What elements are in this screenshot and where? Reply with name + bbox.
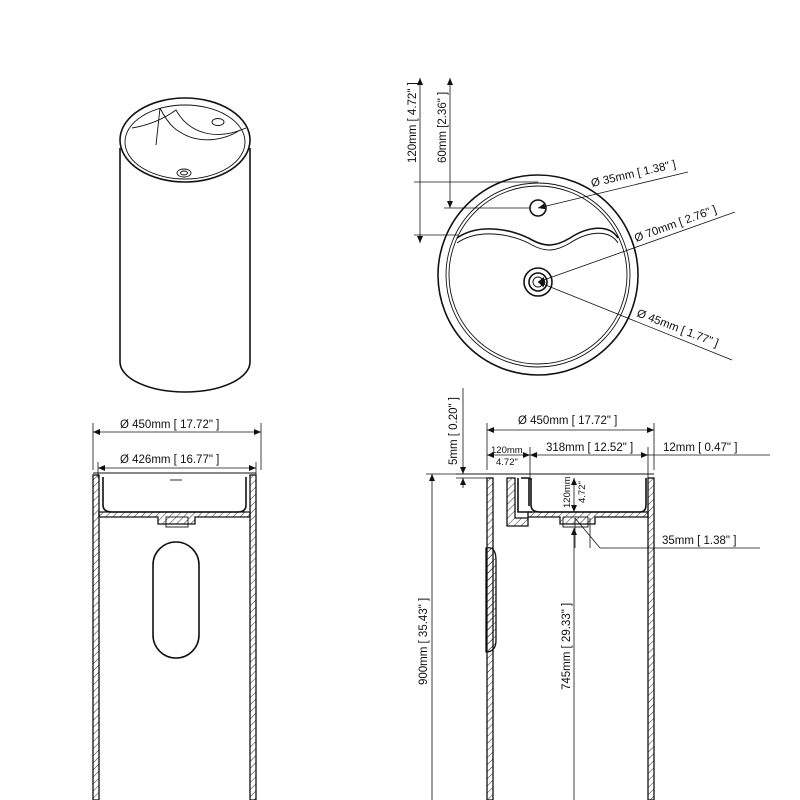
top-45mm-label: Ø 45mm [ 1.77" ] <box>635 308 720 350</box>
side-745mm-label: 745mm [ 29.33" ] <box>561 603 573 690</box>
top-60mm-label: 60mm [2.36" ] <box>437 92 449 163</box>
side-120mm-vertical-inch-label: 4.72" <box>577 481 588 503</box>
side-5mm-label: 5mm [ 0.20" ] <box>448 397 460 465</box>
side-120mm-inch-label: 4.72" <box>496 457 518 468</box>
side-900mm-label: 900mm [ 35.43" ] <box>418 598 430 685</box>
top-70mm-label: Ø 70mm [ 2.76" ] <box>633 204 718 245</box>
side-35mm-label: 35mm [ 1.38" ] <box>662 535 736 547</box>
front-426mm-label: Ø 426mm [ 16.77" ] <box>120 454 219 466</box>
side-318mm-label: 318mm [ 12.52" ] <box>546 442 633 454</box>
side-12mm-label: 12mm [ 0.47" ] <box>663 442 737 454</box>
side-120mm-label: 120mm <box>491 445 523 456</box>
side-section-view: Ø 450mm [ 17.72" ] 120mm 4.72" 318mm [ 1… <box>418 388 770 800</box>
side-120mm-vertical-label: 120mm <box>562 476 573 508</box>
top-view: 120mm [ 4.72" ] 60mm [2.36" ] Ø 35mm [ 1… <box>407 78 736 376</box>
front-section-view: Ø 450mm [ 17.72" ] Ø 426mm [ 16.77" ] <box>92 419 262 800</box>
front-450mm-label: Ø 450mm [ 17.72" ] <box>120 419 219 431</box>
perspective-view <box>119 97 251 393</box>
side-450mm-label: Ø 450mm [ 17.72" ] <box>518 415 617 427</box>
top-120mm-label: 120mm [ 4.72" ] <box>407 82 419 163</box>
